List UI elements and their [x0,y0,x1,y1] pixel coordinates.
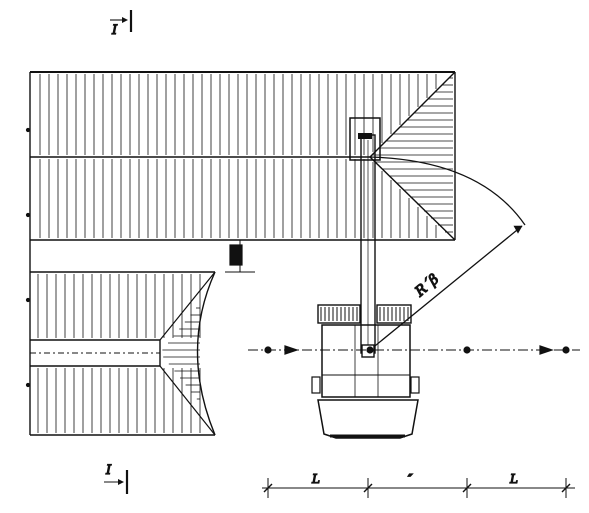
lower-embankment [29,240,216,436]
stop-point [463,346,471,354]
slope-triangle-hatch [162,77,453,400]
section-mark-top: I [110,10,133,39]
svg-text:I: I [111,23,118,38]
section-mark-bottom: I [104,462,129,494]
track-hatch [320,307,409,321]
counterweight [317,399,419,439]
travel-axis [248,345,580,355]
stop-point [562,346,570,354]
dimension-label-right: L [509,472,518,486]
right-track [376,304,412,324]
upper-embankment-hatch [39,74,437,238]
dimension-label-left: L [311,472,320,486]
travel-arrow [539,345,554,355]
gap-dimension [225,239,255,273]
stop-point [264,346,272,354]
margin-ticks [25,127,31,388]
left-track [317,304,361,324]
dimension-text-block [229,244,243,266]
upper-embankment [29,71,456,241]
svg-text:I: I [105,463,112,478]
excavator-bucket [349,117,381,161]
excavator-body [321,324,411,398]
dimension-label-middle: ″ [408,472,413,486]
swing-radius: R´β [369,156,526,351]
dimension-chain: L ″ L [262,471,575,498]
travel-arrow [284,345,299,355]
radius-label: R´β [412,271,443,300]
lower-embankment-hatch [37,274,201,433]
stop-point [366,346,374,354]
radius-arrowhead [513,225,523,234]
